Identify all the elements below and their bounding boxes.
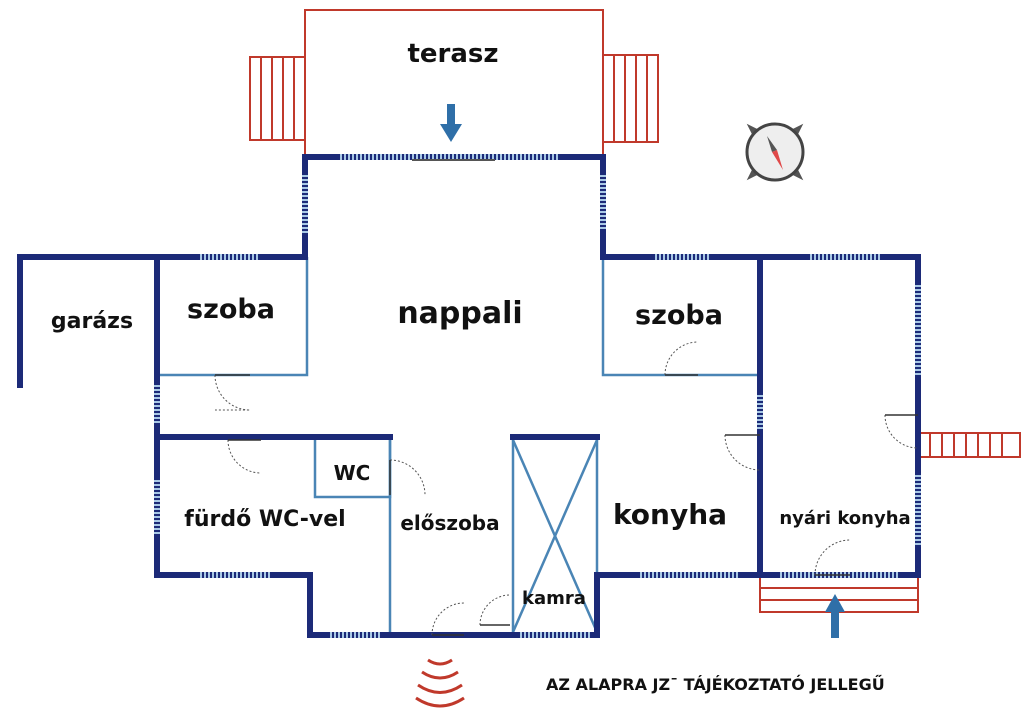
doors[interactable] xyxy=(214,341,919,636)
room-label-garazs: garázs xyxy=(51,309,133,334)
room-label-kamra: kamra xyxy=(522,588,586,609)
room-label-wc: WC xyxy=(334,461,371,485)
compass-icon xyxy=(745,122,805,182)
room-label-nyari-konyha: nyári konyha xyxy=(779,508,910,529)
room-label-terasz: terasz xyxy=(407,39,498,69)
windows xyxy=(154,154,921,638)
exterior-walls xyxy=(17,154,921,638)
entry-arrow-top xyxy=(440,104,462,142)
entrance-signal-icon xyxy=(415,658,465,708)
room-label-szoba-left: szoba xyxy=(187,294,275,325)
stairs-right-side xyxy=(917,432,1021,458)
room-label-furdo: fürdő WC-vel xyxy=(184,507,345,532)
entry-arrow-bottom xyxy=(825,594,845,638)
room-label-eloszoba: előszoba xyxy=(400,511,499,535)
room-label-konyha: konyha xyxy=(613,498,727,531)
terrace-stairs-left xyxy=(249,56,306,141)
disclaimer-note: AZ ALAPRA JZ¯ TÁJÉKOZTATÓ JELLEGŰ xyxy=(546,674,885,694)
room-label-nappali: nappali xyxy=(397,296,522,331)
room-label-szoba-right: szoba xyxy=(635,300,723,331)
terrace-stairs-right xyxy=(602,54,659,143)
